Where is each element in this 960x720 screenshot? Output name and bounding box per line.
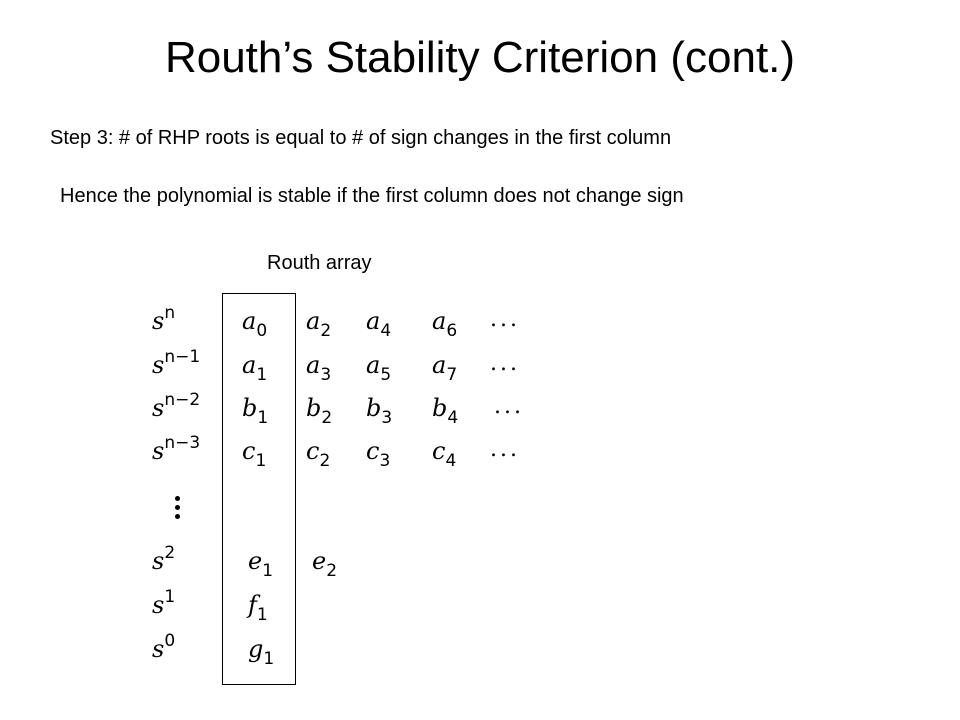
stability-statement: Hence the polynomial is stable if the fi…: [60, 185, 684, 207]
array-entry: a0: [242, 306, 267, 340]
entry-variable: a: [306, 307, 321, 335]
power-exponent: n−3: [164, 433, 201, 453]
array-entry: g1: [248, 634, 274, 668]
array-entry: c2: [306, 436, 330, 470]
step3-statement: Step 3: # of RHP roots is equal to # of …: [50, 127, 672, 149]
array-entry: b1: [242, 393, 268, 427]
row-power: sn−1: [152, 347, 201, 380]
power-exponent: 2: [164, 543, 176, 563]
entry-index: 3: [379, 451, 391, 471]
entry-index: 1: [257, 408, 269, 428]
array-entry: a4: [366, 306, 391, 340]
array-entry: a1: [242, 350, 267, 384]
power-base: s: [152, 394, 165, 422]
first-column-box: [222, 293, 296, 685]
entry-variable: g: [248, 635, 264, 663]
entry-index: 5: [380, 365, 392, 385]
array-entry: c3: [366, 436, 390, 470]
entry-index: 1: [263, 649, 275, 669]
entry-index: 2: [326, 561, 338, 581]
power-base: s: [152, 351, 165, 379]
row-power: sn: [152, 303, 176, 336]
row-ellipsis: ...: [490, 437, 520, 462]
power-base: s: [152, 437, 165, 465]
array-entry: c1: [242, 436, 266, 470]
entry-variable: c: [242, 437, 256, 465]
entry-index: 1: [256, 365, 268, 385]
routh-array-caption: Routh array: [267, 252, 372, 274]
row-ellipsis: ...: [490, 351, 520, 376]
entry-index: 0: [256, 321, 268, 341]
entry-variable: a: [242, 351, 257, 379]
array-entry: a6: [432, 306, 457, 340]
row-power: s0: [152, 631, 176, 664]
row-power: s2: [152, 543, 176, 576]
array-entry: a3: [306, 350, 331, 384]
power-exponent: 0: [164, 631, 176, 651]
entry-index: 1: [256, 605, 268, 625]
entry-variable: b: [242, 394, 258, 422]
entry-variable: e: [248, 547, 263, 575]
power-exponent: n−1: [164, 347, 201, 367]
array-entry: e1: [248, 546, 273, 580]
entry-index: 2: [321, 408, 333, 428]
array-entry: a5: [366, 350, 391, 384]
entry-variable: c: [432, 437, 446, 465]
array-entry: b2: [306, 393, 332, 427]
power-base: s: [152, 591, 165, 619]
power-exponent: n: [164, 303, 176, 323]
array-entry: a7: [432, 350, 457, 384]
entry-variable: b: [306, 394, 322, 422]
entry-variable: a: [432, 307, 447, 335]
entry-index: 3: [320, 365, 332, 385]
entry-variable: a: [432, 351, 447, 379]
power-base: s: [152, 635, 165, 663]
array-entry: c4: [432, 436, 456, 470]
entry-index: 4: [445, 451, 457, 471]
row-power: sn−3: [152, 433, 201, 466]
power-base: s: [152, 307, 165, 335]
entry-variable: a: [366, 351, 381, 379]
entry-index: 7: [446, 365, 458, 385]
entry-index: 1: [255, 451, 267, 471]
power-base: s: [152, 547, 165, 575]
entry-index: 1: [262, 561, 274, 581]
entry-index: 4: [380, 321, 392, 341]
array-entry: a2: [306, 306, 331, 340]
array-entry: b3: [366, 393, 392, 427]
slide-title: Routh’s Stability Criterion (cont.): [164, 33, 796, 82]
array-entry: f1: [248, 590, 268, 624]
entry-variable: a: [306, 351, 321, 379]
power-exponent: n−2: [164, 390, 201, 410]
row-power: s1: [152, 587, 176, 620]
entry-index: 4: [447, 408, 459, 428]
entry-index: 2: [319, 451, 331, 471]
row-ellipsis: ...: [494, 394, 524, 419]
row-ellipsis: ...: [490, 307, 520, 332]
entry-variable: b: [366, 394, 382, 422]
entry-variable: c: [366, 437, 380, 465]
entry-index: 3: [381, 408, 393, 428]
row-power: sn−2: [152, 390, 201, 423]
array-entry: e2: [312, 546, 337, 580]
entry-variable: b: [432, 394, 448, 422]
array-entry: b4: [432, 393, 458, 427]
power-exponent: 1: [164, 587, 176, 607]
entry-variable: a: [242, 307, 257, 335]
vertical-ellipsis: [175, 496, 181, 523]
entry-variable: f: [248, 591, 257, 619]
entry-variable: c: [306, 437, 320, 465]
entry-index: 2: [320, 321, 332, 341]
entry-variable: a: [366, 307, 381, 335]
entry-variable: e: [312, 547, 327, 575]
entry-index: 6: [446, 321, 458, 341]
